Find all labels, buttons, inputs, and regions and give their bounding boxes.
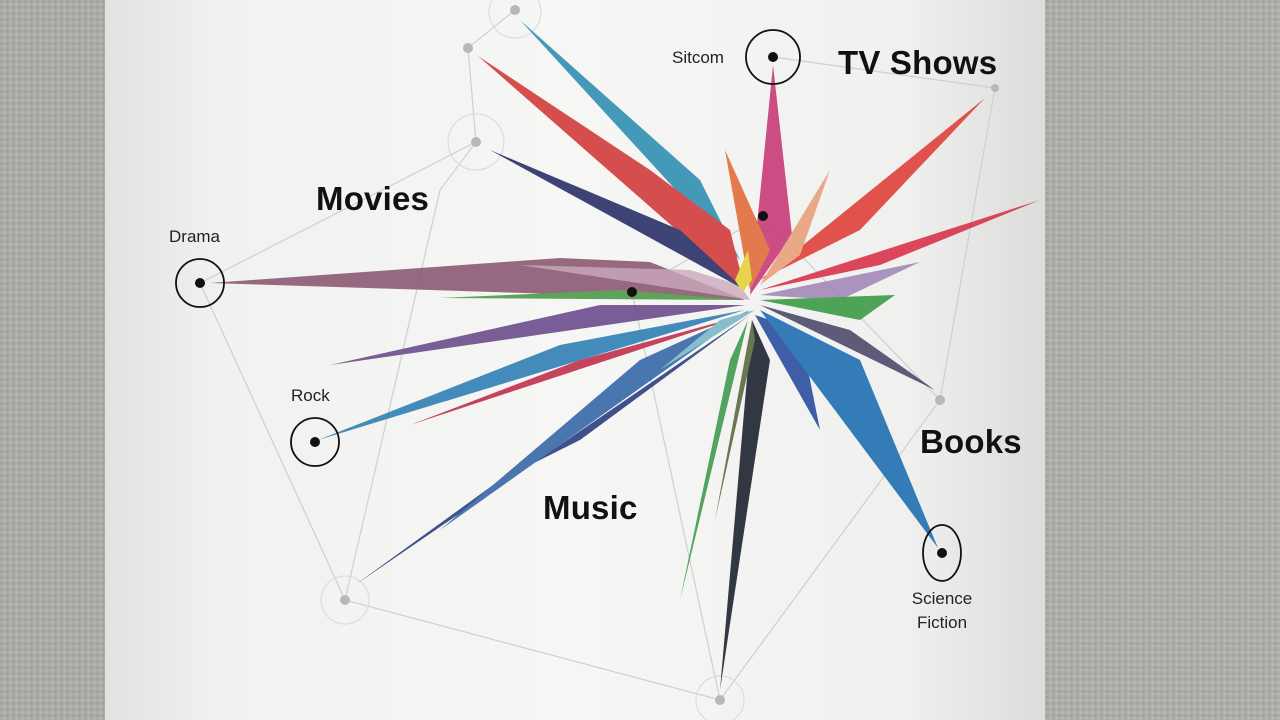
spike-orange-top xyxy=(725,150,770,290)
spike-olive-down xyxy=(715,320,755,520)
genre-label-sitcom: Sitcom xyxy=(672,48,724,67)
genre-label-fiction: Fiction xyxy=(916,613,968,632)
rock-marker xyxy=(290,417,340,467)
genre-markers xyxy=(175,29,962,582)
category-label-movies: Movies xyxy=(316,180,430,217)
node-rings xyxy=(320,0,745,720)
genre-label-science: Science xyxy=(911,589,973,608)
spike-violet-left xyxy=(330,305,745,365)
sitcom-marker xyxy=(745,29,801,85)
spike-rock xyxy=(318,310,745,440)
spike-navy-top xyxy=(490,150,745,290)
spike-red-right-2 xyxy=(760,200,1040,290)
spike-crimson-left xyxy=(410,315,745,425)
category-label-music: Music xyxy=(543,489,638,526)
spike-drama-overlay xyxy=(520,265,750,300)
spike-green-right xyxy=(760,295,895,320)
color-spikes xyxy=(210,20,1040,690)
science-fiction-marker xyxy=(922,524,962,582)
spike-blue-down xyxy=(755,315,820,430)
category-label-tv-shows: TV Shows xyxy=(838,44,998,81)
inner-nodes xyxy=(627,211,768,297)
genre-label-science-fiction: Science Fiction xyxy=(905,587,979,635)
network-nodes xyxy=(340,5,999,705)
drama-marker xyxy=(175,258,225,308)
spike-scifi xyxy=(760,310,938,548)
spike-red-right xyxy=(760,98,985,280)
spike-black-down xyxy=(720,320,770,690)
genre-label-drama: Drama xyxy=(169,227,221,246)
spike-peach-top xyxy=(760,170,830,285)
spike-green-down xyxy=(680,320,748,600)
spike-cyan-mid xyxy=(660,310,755,370)
spike-yellow xyxy=(735,250,752,292)
spike-blue-left xyxy=(440,310,750,530)
spike-green-left xyxy=(440,290,745,300)
sweater-right xyxy=(1010,0,1280,720)
spike-lilac-right xyxy=(760,262,920,300)
category-label-books: Books xyxy=(920,423,1022,460)
spike-slate-right xyxy=(760,305,935,390)
genre-label-rock: Rock xyxy=(291,386,330,405)
